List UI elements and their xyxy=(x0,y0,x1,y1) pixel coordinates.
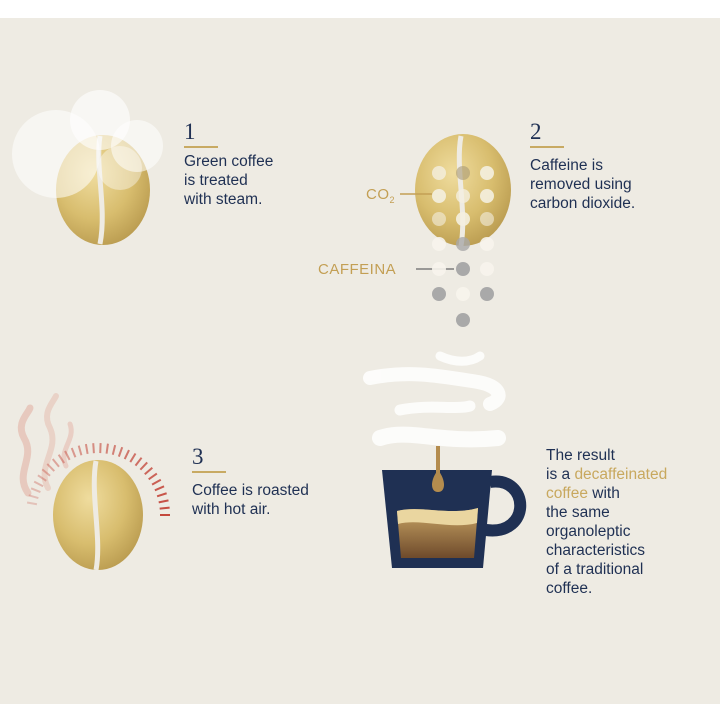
heat-gauge-icon xyxy=(26,443,170,516)
illustration-layer xyxy=(12,90,527,571)
heat-tick xyxy=(129,453,137,463)
heat-tick xyxy=(154,485,165,492)
heat-tick xyxy=(26,501,38,506)
step-1-number: 1 xyxy=(184,119,196,144)
heat-tick xyxy=(111,444,117,456)
step-1-rule xyxy=(184,146,218,148)
heat-tick xyxy=(158,499,169,504)
heat-tick xyxy=(151,478,162,486)
heat-tick xyxy=(156,492,167,498)
step-3-rule xyxy=(192,471,226,473)
heat-steam-icon xyxy=(17,393,74,497)
cup-handle xyxy=(485,475,527,537)
heat-tick xyxy=(77,445,83,456)
coffee-drop-icon xyxy=(432,470,444,492)
step-2-rule xyxy=(530,146,564,148)
heat-tick xyxy=(41,468,51,477)
caffeine-dots xyxy=(432,166,494,327)
heat-tick xyxy=(33,480,44,488)
heat-tick xyxy=(51,458,60,468)
steam-cloud-icon xyxy=(12,90,163,198)
heat-tick xyxy=(139,461,148,471)
heat-tick xyxy=(117,446,124,457)
heat-tick xyxy=(30,487,41,493)
heat-tick xyxy=(70,447,77,458)
heat-tick xyxy=(105,443,109,454)
heat-tick xyxy=(64,450,71,461)
steam-bean-illustration xyxy=(12,90,163,245)
step-2-number: 2 xyxy=(530,119,542,144)
result-text: The result is a decaffeinated coffee wit… xyxy=(546,446,667,598)
co2-label: CO2 xyxy=(366,186,396,205)
infographic: 1 Green coffee is treated with steam. 2 … xyxy=(0,18,720,704)
result-text-start: The result is a xyxy=(546,447,615,483)
heat-tick xyxy=(159,506,170,510)
result-text-end: with the same organoleptic characteristi… xyxy=(546,485,646,597)
coffee-cup-illustration xyxy=(363,351,527,568)
caffeine-label: CAFFEINA xyxy=(318,261,397,278)
heat-tick xyxy=(92,443,95,454)
heat-tick xyxy=(46,463,56,472)
bean-crease xyxy=(91,460,101,571)
cup-steam-icon xyxy=(363,351,506,448)
heat-tick xyxy=(28,494,39,500)
step-1-text: Green coffee is treated with steam. xyxy=(184,153,274,208)
heat-tick xyxy=(84,443,89,455)
heat-tick xyxy=(144,466,153,476)
heat-tick xyxy=(148,472,158,481)
heat-tick xyxy=(123,449,130,460)
crema-layer xyxy=(397,508,478,526)
heat-tick xyxy=(134,457,143,467)
co2-bean-illustration xyxy=(400,134,511,327)
step-2-text: Caffeine is removed using carbon dioxide… xyxy=(530,157,636,212)
roast-bean-illustration xyxy=(17,393,170,571)
step-3-number: 3 xyxy=(192,444,204,469)
result-highlight: decaffeinated coffee xyxy=(546,466,668,502)
heat-tick xyxy=(57,454,65,464)
step-3-text: Coffee is roasted with hot air. xyxy=(192,482,309,518)
heat-tick xyxy=(37,474,47,482)
